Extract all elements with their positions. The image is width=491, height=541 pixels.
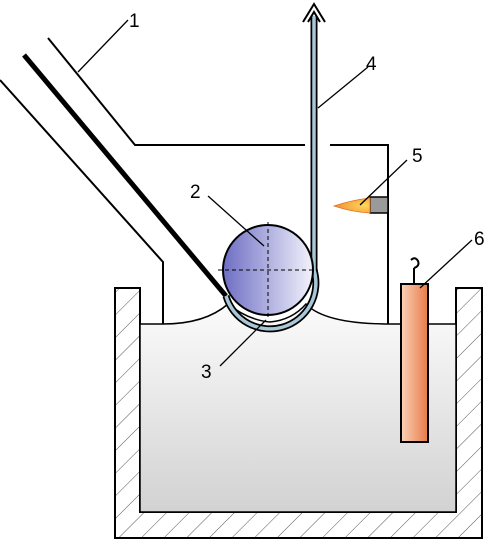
leader-6 <box>419 239 473 289</box>
leader-lines <box>77 19 473 367</box>
leader-4 <box>317 66 369 109</box>
burner-nozzle <box>369 196 389 214</box>
snout-outer-wall <box>0 79 164 324</box>
heater-body <box>400 283 429 443</box>
leader-3 <box>219 319 267 367</box>
label-5: 5 <box>412 146 423 167</box>
snout <box>0 37 389 324</box>
label-1: 1 <box>129 11 140 32</box>
sink-roll <box>218 222 318 318</box>
burner <box>332 196 389 214</box>
label-3: 3 <box>201 362 212 383</box>
hood-right-wall <box>330 144 389 324</box>
leader-2 <box>207 195 265 247</box>
steel-strip-out-coating <box>224 16 318 331</box>
heater <box>400 257 429 443</box>
callout-labels: 1 2 3 4 5 6 <box>129 11 485 383</box>
snout-upper-wall <box>47 37 305 146</box>
leader-1 <box>77 19 129 73</box>
label-2: 2 <box>190 182 201 203</box>
label-6: 6 <box>474 229 485 250</box>
burner-flame <box>332 197 371 214</box>
label-4: 4 <box>366 54 377 75</box>
steel-strip-in <box>22 53 228 298</box>
heater-hook <box>410 257 420 284</box>
molten-bath <box>139 302 457 513</box>
strip-direction-arrow <box>302 2 326 23</box>
leader-5 <box>359 159 408 206</box>
